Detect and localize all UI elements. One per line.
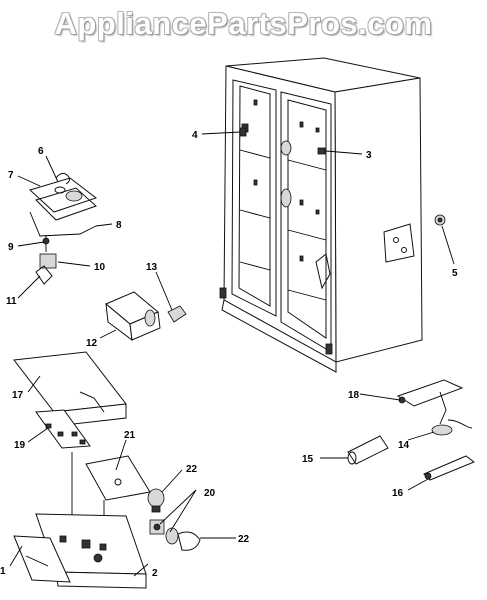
part-12-shape	[105, 291, 161, 342]
part-4-shape	[239, 127, 247, 137]
callout-8: 8	[116, 220, 122, 231]
callout-4: 4	[192, 130, 198, 141]
part-5-shape	[434, 214, 446, 226]
callout-10: 10	[94, 262, 106, 273]
callout-13: 13	[146, 262, 158, 273]
callout-17: 17	[12, 390, 24, 401]
callout-16: 16	[392, 488, 404, 499]
refrigerator-cabinet	[219, 57, 423, 373]
callout-18: 18	[348, 390, 360, 401]
callout-12: 12	[86, 338, 98, 349]
callout-22-lower: 22	[238, 534, 250, 545]
callout-6: 6	[38, 146, 44, 157]
callout-7: 7	[8, 170, 14, 181]
part-3-shape	[317, 147, 326, 155]
callout-21: 21	[124, 430, 136, 441]
callout-14: 14	[398, 440, 410, 451]
leader-lines	[9, 131, 455, 577]
callout-labels: 1 2 3 4 5 6 7 8 9 10 11 12 13 14 15 16 1…	[0, 130, 458, 579]
callout-1: 1	[0, 566, 6, 577]
callout-19: 19	[14, 440, 26, 451]
parts-14-18-assembly	[347, 379, 476, 481]
callout-15: 15	[302, 454, 314, 465]
callout-3: 3	[366, 150, 372, 161]
parts-6-11-assembly	[29, 172, 98, 285]
part-13-shape	[167, 305, 187, 323]
callout-5: 5	[452, 268, 458, 279]
callout-20: 20	[204, 488, 216, 499]
dispenser-assembly	[13, 351, 201, 589]
watermark: AppliancePartsPros.com	[54, 6, 433, 41]
callout-2: 2	[152, 568, 158, 579]
callout-22-upper: 22	[186, 464, 198, 475]
callout-9: 9	[8, 242, 14, 253]
callout-11: 11	[6, 296, 17, 307]
